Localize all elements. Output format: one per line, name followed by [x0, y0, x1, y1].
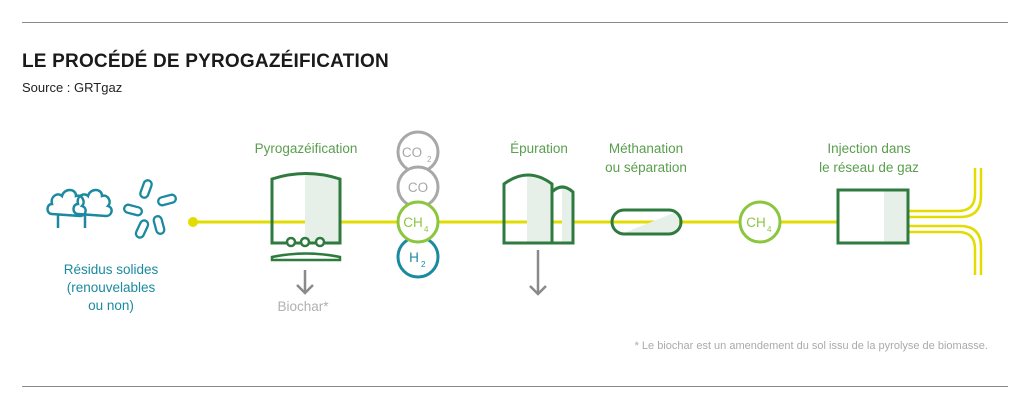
epuration-label: Épuration	[510, 141, 568, 156]
svg-text:2: 2	[427, 155, 432, 164]
top-divider	[22, 22, 1008, 23]
svg-text:H: H	[409, 250, 419, 265]
pyro-label: Pyrogazéification	[255, 141, 358, 156]
svg-text:Injection dans: Injection dans	[827, 141, 911, 156]
trees-icon	[46, 188, 113, 228]
svg-text:2: 2	[421, 260, 426, 269]
svg-text:4: 4	[424, 225, 429, 234]
svg-text:(renouvelables: (renouvelables	[67, 280, 156, 295]
gas-network-pipes-icon	[908, 168, 983, 275]
methanation-capsule-icon	[610, 208, 683, 236]
injection-station-icon	[836, 188, 910, 245]
svg-text:CO: CO	[402, 145, 422, 160]
svg-text:4: 4	[767, 225, 772, 234]
reactor-icon	[270, 172, 342, 262]
residus-label: Résidus solides (renouvelables ou non)	[64, 262, 159, 313]
pellets-icon	[123, 179, 177, 239]
svg-text:Méthanation: Méthanation	[609, 141, 683, 156]
epuration-arrow-icon	[529, 250, 547, 296]
svg-text:le réseau de gaz: le réseau de gaz	[819, 160, 919, 175]
page-title: LE PROCÉDÉ DE PYROGAZÉIFICATION	[22, 51, 389, 72]
biochar-arrow-icon	[296, 270, 314, 295]
purification-tanks-icon	[502, 173, 575, 245]
svg-text:CH: CH	[403, 215, 423, 230]
svg-text:ou non): ou non)	[88, 298, 134, 313]
injection-label: Injection dans le réseau de gaz	[819, 141, 919, 175]
flow-start-dot	[188, 217, 198, 227]
svg-text:CO: CO	[408, 180, 428, 195]
gas-ch4-final: CH 4	[738, 200, 782, 244]
gas-ch4: CH 4	[396, 200, 440, 244]
svg-text:Résidus solides: Résidus solides	[64, 262, 159, 277]
svg-text:CH: CH	[746, 215, 766, 230]
source-label: Source : GRTgaz	[22, 80, 123, 95]
svg-text:ou séparation: ou séparation	[605, 160, 687, 175]
biochar-label: Biochar*	[277, 299, 329, 314]
footnote: * Le biochar est un amendement du sol is…	[635, 340, 988, 352]
bottom-divider	[22, 386, 1008, 387]
methanation-label: Méthanation ou séparation	[605, 141, 687, 175]
